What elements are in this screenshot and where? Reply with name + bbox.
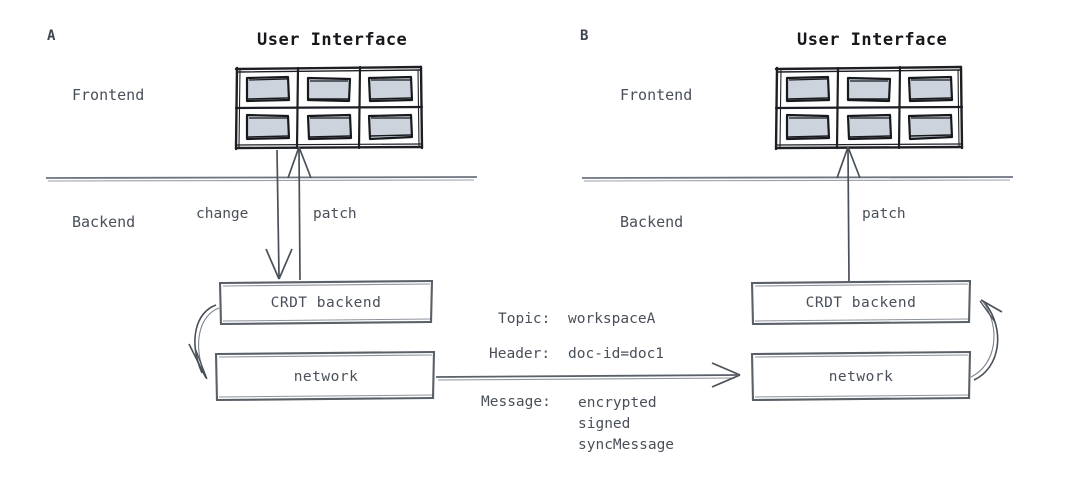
panel-a-tier-frontend: Frontend xyxy=(72,86,145,104)
ui-cell xyxy=(785,113,831,141)
panel-b-tier-backend: Backend xyxy=(620,213,684,231)
panel-a-label: A xyxy=(47,28,56,44)
panel-b-arrow-network-to-crdt xyxy=(970,299,1003,381)
ui-cell xyxy=(367,75,414,103)
panel-a-box-crdt-backend xyxy=(218,279,434,326)
panel-b-ui-title: User Interface xyxy=(797,30,948,50)
panel-b-box-label-crdt-backend: CRDT backend xyxy=(805,295,917,311)
transport-message-key: Message: xyxy=(481,394,551,410)
panel-b-ui-grid xyxy=(774,65,964,151)
ui-cell xyxy=(907,75,954,103)
ui-cell xyxy=(785,75,831,103)
panel-a-box-label-network: network xyxy=(293,369,359,385)
transport-arrow xyxy=(435,362,741,388)
panel-a-arrow-crdt-to-network xyxy=(188,304,220,380)
transport-topic-key: Topic: xyxy=(498,311,551,327)
panel-a-box-network xyxy=(214,350,436,402)
ui-cell xyxy=(306,113,353,141)
ui-cell xyxy=(846,113,893,141)
panel-a-tier-divider xyxy=(45,176,478,182)
panel-b-label: B xyxy=(580,28,589,44)
panel-a-box-label-crdt-backend: CRDT backend xyxy=(270,295,382,311)
panel-b-tier-frontend: Frontend xyxy=(620,86,693,104)
panel-a-arrow-change xyxy=(265,149,293,280)
ui-cell xyxy=(245,75,291,103)
panel-b-tier-divider xyxy=(581,176,1014,182)
ui-cell xyxy=(245,113,291,141)
panel-b-arrow-label-patch: patch xyxy=(862,206,906,222)
panel-b-box-network xyxy=(750,350,972,402)
panel-b-box-label-network: network xyxy=(828,369,894,385)
ui-cell xyxy=(367,113,414,141)
panel-b-arrow-patch xyxy=(836,146,861,282)
panel-a-ui-grid xyxy=(234,65,424,151)
ui-cell xyxy=(907,113,954,141)
transport-message-lines: encrypted signed syncMessage xyxy=(578,395,675,454)
transport-header-key: Header: xyxy=(489,346,551,362)
ui-cell xyxy=(846,76,892,103)
ui-cell xyxy=(306,76,352,103)
transport-topic-value: workspaceA xyxy=(568,311,656,327)
panel-a-tier-backend: Backend xyxy=(72,213,136,231)
panel-a-ui-title: User Interface xyxy=(257,30,408,50)
panel-a-arrow-label-patch: patch xyxy=(313,206,357,222)
panel-a-arrow-label-change: change xyxy=(196,206,249,222)
transport-header-value: doc-id=doc1 xyxy=(568,346,665,362)
panel-b-box-crdt-backend xyxy=(750,279,972,326)
panel-a-arrow-patch xyxy=(287,146,312,281)
